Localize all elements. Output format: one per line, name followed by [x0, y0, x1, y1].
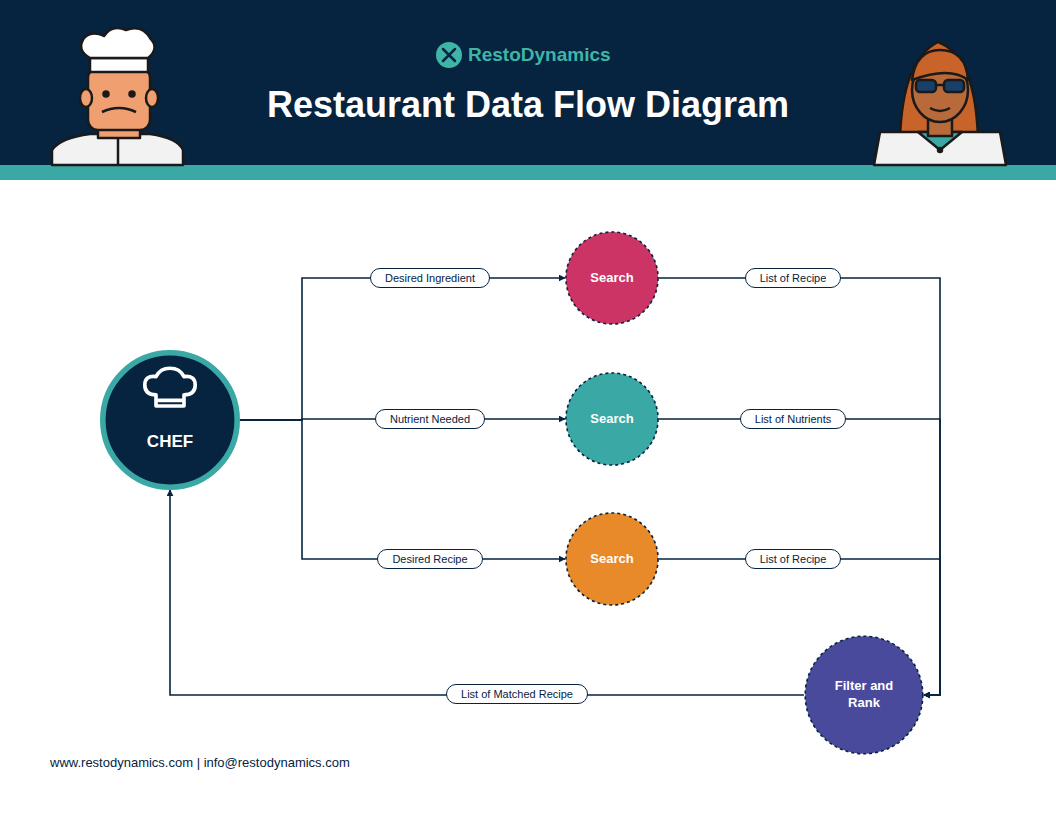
node-label: Filter and Rank — [819, 678, 909, 712]
flow-connector — [240, 420, 565, 559]
diagram-title: Restaurant Data Flow Diagram — [267, 84, 789, 126]
process-circle: Search — [565, 231, 659, 325]
footer-contact: www.restodynamics.com | info@restodynami… — [50, 755, 350, 770]
edge-label: List of Recipe — [745, 549, 842, 569]
customer-illustration — [874, 42, 1006, 165]
edge-label: Desired Ingredient — [370, 268, 490, 288]
edge-label: Nutrient Needed — [375, 409, 485, 429]
edge-label: List of Matched Recipe — [446, 684, 588, 704]
header-stripe — [0, 165, 1056, 180]
node-label: Search — [590, 270, 633, 287]
chef-hat-icon — [145, 368, 195, 406]
chef-illustration — [52, 28, 183, 165]
node-outline — [100, 350, 240, 490]
process-circle: Filter and Rank — [804, 635, 924, 755]
brand-name: RestoDynamics — [468, 44, 611, 66]
edge-label: List of Recipe — [745, 268, 842, 288]
flow-connector — [659, 278, 940, 695]
node-label: Search — [590, 411, 633, 428]
edge-label: List of Nutrients — [740, 409, 846, 429]
node-label: Search — [590, 551, 633, 568]
edge-label: Desired Recipe — [377, 549, 482, 569]
process-circle: Search — [565, 372, 659, 466]
flow-connector — [240, 278, 565, 420]
process-circle: Search — [565, 512, 659, 606]
entity-circle: CHEF — [100, 350, 240, 490]
logo-icon — [436, 42, 462, 68]
node-label: CHEF — [147, 431, 193, 453]
flow-connector — [170, 490, 804, 695]
